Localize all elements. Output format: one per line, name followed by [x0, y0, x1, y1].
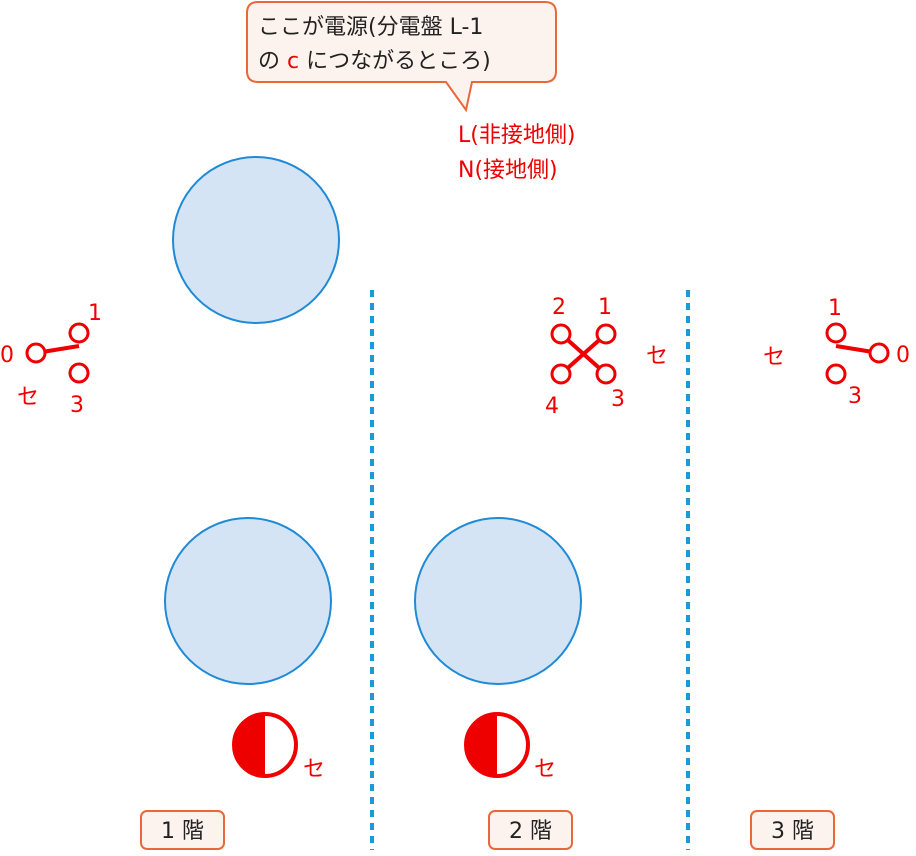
switch-middle-se-label: セ	[646, 344, 668, 369]
switch-terminal-0	[868, 342, 890, 364]
outlet-floor2	[464, 712, 530, 778]
switch-middle-label-2: 2	[552, 295, 566, 320]
switch-terminal-0	[25, 342, 47, 364]
floor-label-1: 1 階	[140, 810, 225, 850]
switch-middle-label-4: 4	[545, 394, 559, 419]
switch-left-label-1: 1	[88, 301, 102, 326]
outlet-floor1-se-label: セ	[303, 757, 325, 782]
switch-terminal-4	[550, 363, 572, 385]
power-l-label: L(非接地側)	[458, 123, 575, 148]
three-way-switch-right	[825, 322, 890, 385]
switch-right-se-label: セ	[763, 345, 785, 370]
three-way-switch-left	[25, 322, 90, 384]
switch-terminal-3	[68, 362, 90, 384]
switch-middle-label-1: 1	[598, 295, 612, 320]
callout-line-1: ここが電源(分電盤 L-1	[258, 15, 483, 40]
callout-line-2: の c につながるところ)	[258, 49, 491, 74]
power-n-label: N(接地側)	[458, 158, 558, 183]
outlet-floor1	[232, 712, 298, 778]
floor-label-3: 3 階	[750, 810, 835, 850]
svg-text:3 階: 3 階	[771, 819, 814, 844]
switch-terminal-2	[550, 323, 572, 345]
floor-label-2: 2 階	[488, 810, 573, 850]
switch-right-label-3: 3	[848, 384, 862, 409]
callout-highlight: c	[287, 49, 299, 74]
ceiling-light-top	[172, 156, 340, 324]
ceiling-light-floor1	[164, 517, 332, 685]
switch-terminal-1	[68, 322, 90, 344]
four-way-switch	[550, 323, 617, 385]
switch-terminal-1	[825, 322, 847, 344]
ceiling-light-floor2	[414, 517, 582, 685]
switch-middle-label-3: 3	[611, 387, 625, 412]
svg-text:2 階: 2 階	[509, 819, 552, 844]
switch-left-label-3: 3	[70, 393, 84, 418]
switch-right-label-0: 0	[896, 343, 910, 368]
switch-right-label-1: 1	[828, 296, 842, 321]
switch-left-se-label: セ	[17, 385, 39, 410]
outlet-floor2-se-label: セ	[534, 757, 556, 782]
switch-terminal-3	[825, 363, 847, 385]
svg-text:1 階: 1 階	[161, 819, 204, 844]
power-source-callout: ここが電源(分電盤 L-1 の c につながるところ)	[246, 1, 557, 113]
switch-terminal-3	[595, 363, 617, 385]
switch-left-label-0: 0	[0, 343, 14, 368]
switch-terminal-1	[595, 323, 617, 345]
